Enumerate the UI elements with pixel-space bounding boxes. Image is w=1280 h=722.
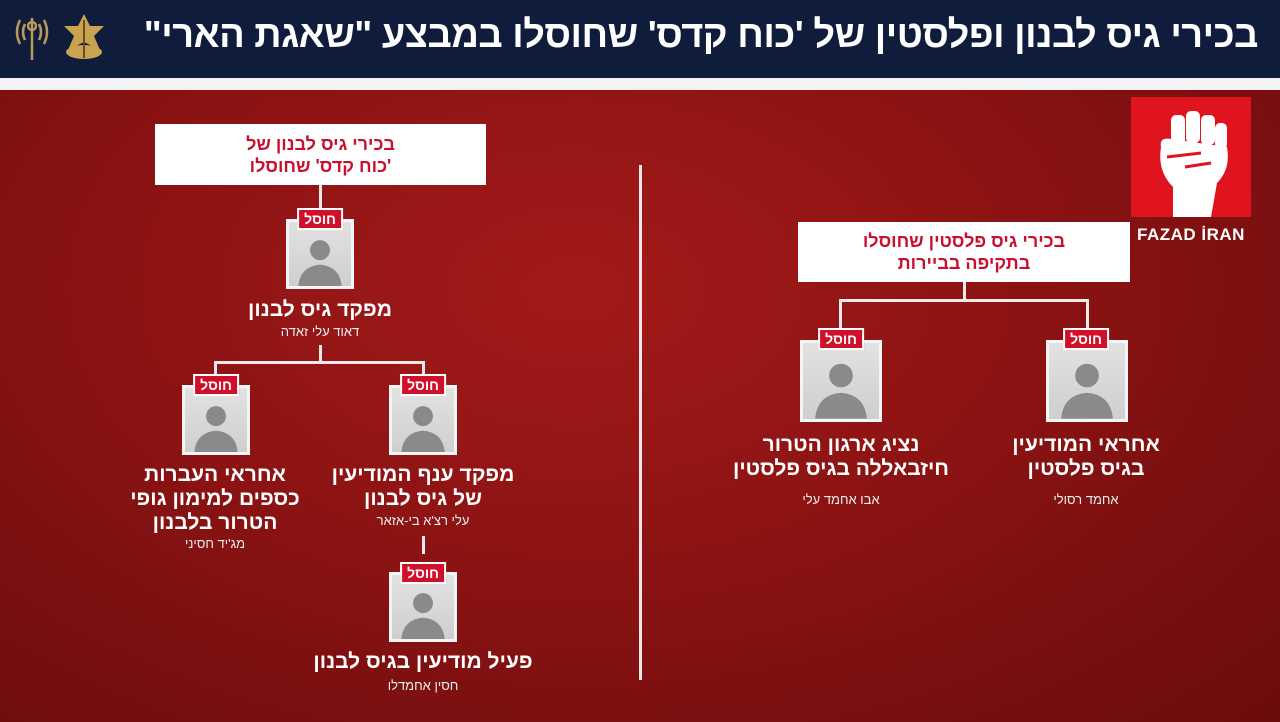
person-photo-placeholder	[1046, 340, 1128, 422]
connector-line	[422, 536, 425, 554]
heading-line: בתקיפה בביירות	[897, 253, 1031, 273]
person-name: אבו אחמד עלי	[802, 492, 880, 507]
person-silhouette-icon	[401, 592, 445, 639]
person-photo-placeholder	[182, 385, 250, 455]
person-silhouette-icon	[298, 239, 342, 286]
header-bar	[0, 0, 1280, 78]
person-name: עלי רצ'א בי-אזאר	[376, 513, 470, 528]
heading-line: 'כוח קדס' שחוסלו	[249, 155, 392, 176]
idf-emblem-icon	[64, 14, 104, 59]
connector-line	[839, 299, 842, 329]
connector-line	[319, 185, 322, 210]
eliminated-badge: חוסל	[193, 374, 239, 396]
person-role: מפקד גיס לבנון	[248, 298, 392, 321]
connector-line	[1086, 299, 1089, 329]
intelligence-emblem-icon	[15, 18, 49, 60]
person-name: אחמד רסולי	[1053, 492, 1119, 507]
person-photo-placeholder	[800, 340, 882, 422]
connector-line	[963, 282, 966, 300]
heading-line: בכירי גיס לבנון של	[246, 133, 395, 154]
connector-line	[839, 299, 1089, 302]
eliminated-badge: חוסל	[818, 328, 864, 350]
lebanon-corps-heading: בכירי גיס לבנון של 'כוח קדס' שחוסלו	[155, 124, 486, 185]
connector-line	[214, 361, 217, 381]
person-role: פעיל מודיעין בגיס לבנון	[313, 650, 533, 673]
person-silhouette-icon	[815, 364, 867, 419]
heading-line: בכירי גיס פלסטין שחוסלו	[862, 231, 1066, 251]
eliminated-badge: חוסל	[1063, 328, 1109, 350]
person-name: דאוד עלי זאדה	[280, 324, 360, 339]
eliminated-badge: חוסל	[400, 374, 446, 396]
section-divider	[639, 165, 642, 680]
person-silhouette-icon	[1061, 364, 1113, 419]
palestine-corps-heading: בכירי גיס פלסטין שחוסלו בתקיפה בביירות	[798, 222, 1130, 282]
person-name: מג'יד חסיני	[185, 536, 245, 551]
eliminated-badge: חוסל	[400, 562, 446, 584]
header-stripe	[0, 78, 1280, 90]
eliminated-badge: חוסל	[297, 208, 343, 230]
watermark-text: FAZAD İRAN	[1137, 225, 1245, 244]
connector-line	[214, 361, 425, 364]
page-title: בכירי גיס לבנון ופלסטין של 'כוח קדס' שחו…	[143, 14, 1259, 56]
person-name: חסין אחמדלו	[387, 678, 459, 693]
raised-fist-icon	[1160, 111, 1228, 217]
fazad-iran-logo	[1131, 97, 1251, 217]
person-silhouette-icon	[194, 405, 238, 452]
connector-line	[319, 345, 322, 363]
person-silhouette-icon	[401, 405, 445, 452]
connector-line	[422, 361, 425, 381]
